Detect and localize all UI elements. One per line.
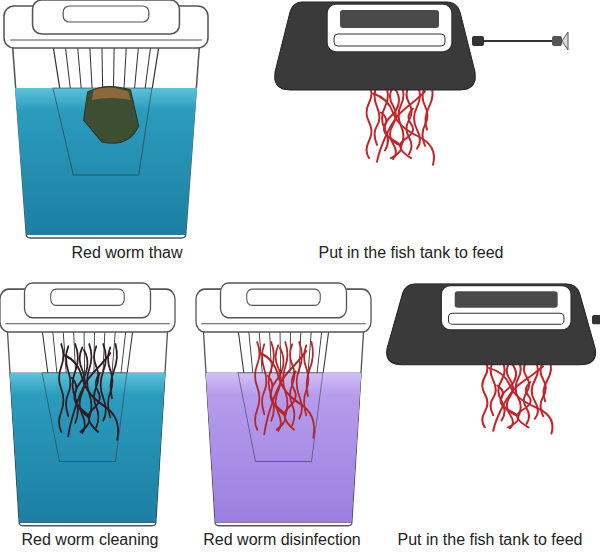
disinfection-cup (196, 283, 371, 526)
caption-label: Put in the fish tank to feed (397, 531, 582, 549)
caption-label: Red worm disinfection (203, 531, 360, 549)
red-worms (367, 84, 435, 165)
basket (238, 373, 323, 462)
cleaning-cup (0, 283, 175, 526)
frozen-worm-top (92, 87, 131, 100)
cup-shape (196, 283, 371, 526)
caption-label: Red worm thaw (71, 244, 182, 262)
red-worms (482, 359, 552, 433)
caption-label: Put in the fish tank to feed (318, 244, 503, 262)
red-worms (255, 342, 314, 437)
basket (42, 373, 127, 462)
feeder-top (275, 2, 568, 165)
dark-worms (59, 344, 118, 439)
feeder-shape (387, 284, 600, 365)
frozen-worm-block (84, 86, 139, 143)
cup-shape (0, 283, 175, 526)
thaw-cup (4, 0, 208, 238)
feeder-shape (275, 2, 568, 90)
water (10, 373, 166, 523)
water (206, 373, 362, 523)
caption-label: Red worm cleaning (22, 531, 159, 549)
feeder-bottom (387, 284, 600, 434)
cup-shape (4, 0, 208, 238)
